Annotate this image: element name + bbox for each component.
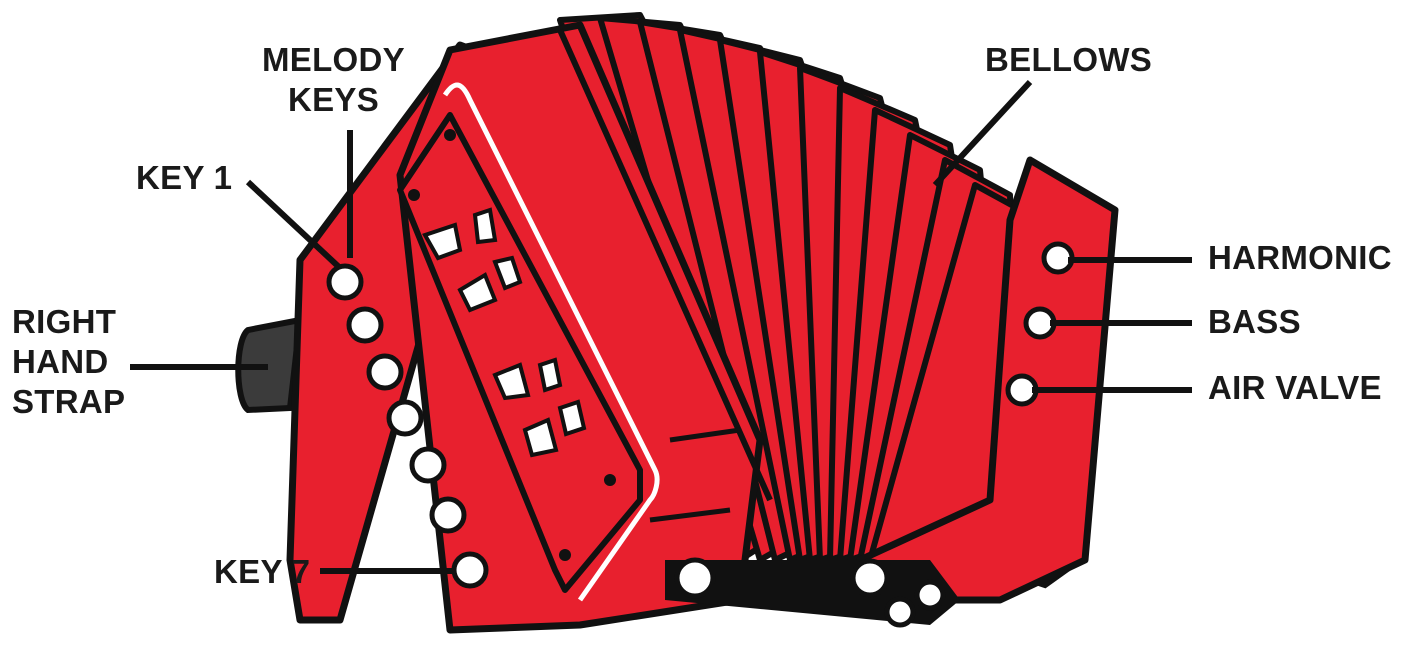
melody-key-4 <box>389 402 421 434</box>
air-valve-label: AIR VALVE <box>1208 368 1382 408</box>
melody-key-5 <box>412 449 444 481</box>
right-hand-strap-label-line3: STRAP <box>12 382 125 422</box>
air-valve-button <box>1008 376 1036 404</box>
bass-label: BASS <box>1208 302 1301 342</box>
harmonic-button <box>1044 244 1072 272</box>
bass-button <box>1026 309 1054 337</box>
melody-key-6 <box>432 499 464 531</box>
melody-keys-label-line2: KEYS <box>288 80 379 120</box>
key-7-label: KEY 7 <box>214 552 310 592</box>
key-1-label: KEY 1 <box>136 158 232 198</box>
melody-key-3 <box>369 356 401 388</box>
melody-key-2 <box>349 309 381 341</box>
melody-keys-label: MELODY KEYS <box>262 40 405 120</box>
melody-key-7 <box>454 554 486 586</box>
bottom-strap-bar <box>665 560 960 625</box>
harmonic-label: HARMONIC <box>1208 238 1392 278</box>
bellows-label: BELLOWS <box>985 40 1152 80</box>
right-hand-strap-label-line2: HAND <box>12 342 125 382</box>
melody-key-1 <box>329 266 361 298</box>
melody-keys-label-line1: MELODY <box>262 40 405 80</box>
right-hand-strap-label: RIGHT HAND STRAP <box>12 302 125 422</box>
right-hand-strap-label-line1: RIGHT <box>12 302 125 342</box>
